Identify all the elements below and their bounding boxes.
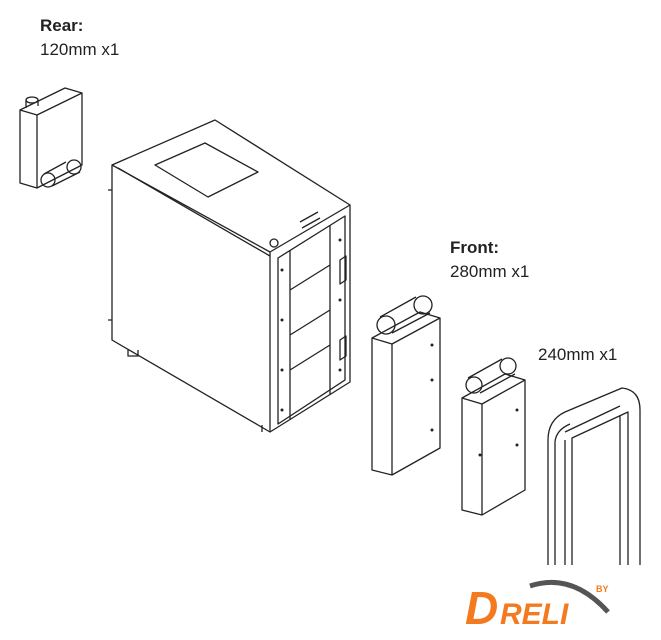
front-spec-240: 240mm x1 [538, 345, 618, 364]
rear-title: Rear: [40, 16, 84, 35]
front-panel-frame-illustration [547, 387, 641, 565]
rear-spec: 120mm x1 [40, 40, 120, 59]
svg-text:BY: BY [596, 584, 609, 594]
svg-text:D: D [465, 582, 498, 634]
front-spec-280: 280mm x1 [450, 262, 530, 281]
radiator-240mm-illustration [461, 357, 526, 516]
radiator-120mm-illustration [19, 87, 83, 189]
svg-text:RELI: RELI [500, 598, 569, 631]
pc-case-illustration [108, 119, 351, 433]
dreli-logo: D RELI BY [462, 572, 622, 634]
radiator-280mm-illustration [371, 295, 441, 476]
front-title: Front: [450, 238, 500, 257]
